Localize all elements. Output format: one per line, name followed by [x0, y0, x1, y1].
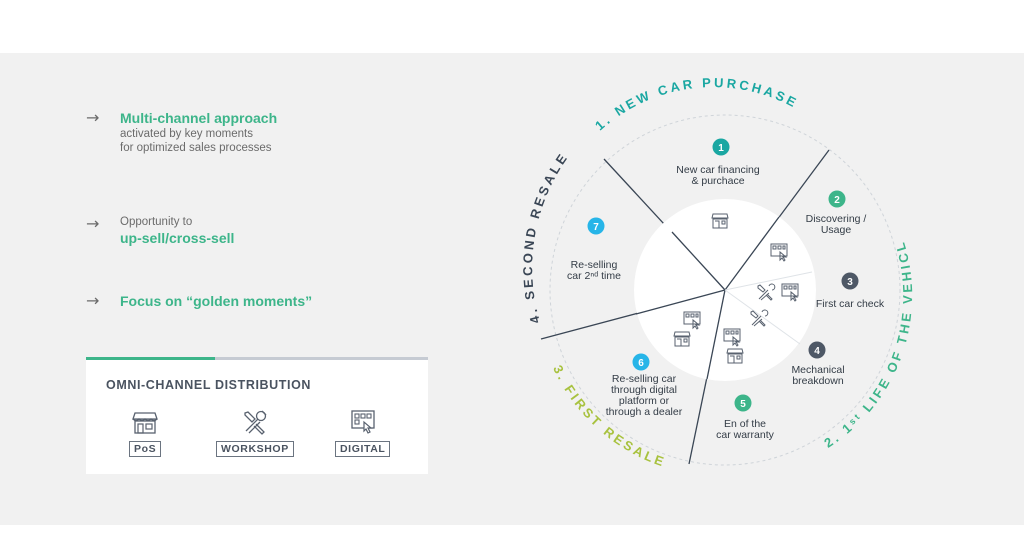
step-badge-7 [587, 217, 605, 235]
step-label-line: Mechanical [791, 364, 844, 376]
step-label-line: Usage [821, 224, 852, 236]
step-badge-5 [734, 394, 752, 412]
tools-icon [750, 309, 769, 327]
step-label-line: Re-selling car [612, 373, 677, 385]
channel-workshop: WORKSHOP [216, 409, 294, 457]
digital-icon [781, 283, 799, 302]
arrow-right-icon: → [86, 214, 100, 233]
sector-divider [724, 216, 780, 291]
step-label-line: platform or [619, 395, 670, 407]
arc-text: 1. NEW CAR PURCHASE [592, 75, 798, 133]
step-label-line: breakdown [792, 375, 844, 387]
step-label-line: through a dealer [606, 406, 683, 418]
step-label-line: Re-selling [571, 259, 618, 271]
step-badge-4 [808, 341, 826, 359]
step-label-line: & purchace [691, 175, 744, 187]
channel-label: WORKSHOP [216, 441, 294, 457]
arc-label-purchase: 1. NEW CAR PURCHASE [592, 75, 801, 133]
arrow-right-icon: → [86, 108, 100, 127]
step-label: Discovering /Usage [806, 213, 867, 236]
store-icon [726, 348, 744, 364]
arc-label-second-resale: 4. SECOND RESALE [520, 149, 571, 325]
step-label-line: New car financing [676, 164, 760, 176]
digital-icon [770, 243, 788, 262]
step-badge-2 [828, 190, 846, 208]
store-icon [132, 412, 159, 434]
arc-text: 4. SECOND RESALE [520, 149, 568, 325]
outer-guide-circle [549, 114, 901, 466]
step-number: 1 [718, 143, 724, 154]
step-label-line: through digital [611, 384, 677, 396]
digital-icon [723, 328, 741, 347]
channel-label: DIGITAL [335, 441, 391, 457]
tools-icon [757, 283, 776, 301]
digital-icon [683, 311, 701, 330]
step-label-line: En of the [724, 418, 766, 430]
step-label-line: car 2ⁿᵈ time [567, 270, 621, 282]
card-title: OMNI-CHANNEL DISTRIBUTION [106, 378, 312, 392]
sub-divider [724, 289, 801, 345]
card-accent-bar [86, 357, 215, 360]
step-badge-3 [841, 272, 859, 290]
step-label: New car financing& purchace [676, 164, 760, 187]
channel-pos: PoS [129, 409, 162, 457]
step-number: 2 [834, 195, 840, 206]
store-icon [673, 331, 691, 347]
sector-divider [671, 231, 726, 291]
sector-divider [635, 289, 726, 315]
step-number: 6 [638, 358, 644, 369]
step-number: 7 [593, 222, 599, 233]
channel-digital: DIGITAL [335, 409, 391, 457]
step-number: 4 [814, 346, 820, 357]
step-badge-6 [632, 353, 650, 371]
point-upsell: → Opportunity to up-sell/cross-sell [86, 215, 234, 247]
step-label-line: Discovering / [806, 213, 867, 225]
step-label-line: First car check [816, 298, 885, 310]
point-title: Focus on “golden moments” [120, 293, 313, 309]
point-pre: Opportunity to [120, 216, 193, 228]
point-title: up-sell/cross-sell [120, 230, 235, 246]
store-icon [711, 213, 729, 229]
omni-channel-card: OMNI-CHANNEL DISTRIBUTION PoS WORKSHOP [86, 357, 428, 474]
card-bar-rest [215, 357, 428, 360]
point-title: Multi-channel approach [120, 110, 278, 126]
digital-icon [351, 410, 375, 434]
step-number: 3 [847, 277, 853, 288]
step-number: 5 [740, 399, 746, 410]
tools-icon [244, 410, 267, 435]
point-golden-moments: → Focus on “golden moments” [86, 292, 312, 310]
step-label-line: car warranty [716, 429, 775, 441]
step-label: First car check [816, 298, 885, 310]
step-badge-1 [712, 138, 730, 156]
channel-label: PoS [129, 441, 162, 457]
sector-divider [706, 289, 726, 380]
point-multichannel: → Multi-channel approach activated by ke… [86, 109, 277, 155]
point-desc-line: activated by key moments [120, 128, 253, 140]
sub-divider [724, 271, 813, 291]
point-desc-line: for optimized sales processes [120, 142, 272, 154]
arrow-right-icon: → [86, 291, 100, 310]
